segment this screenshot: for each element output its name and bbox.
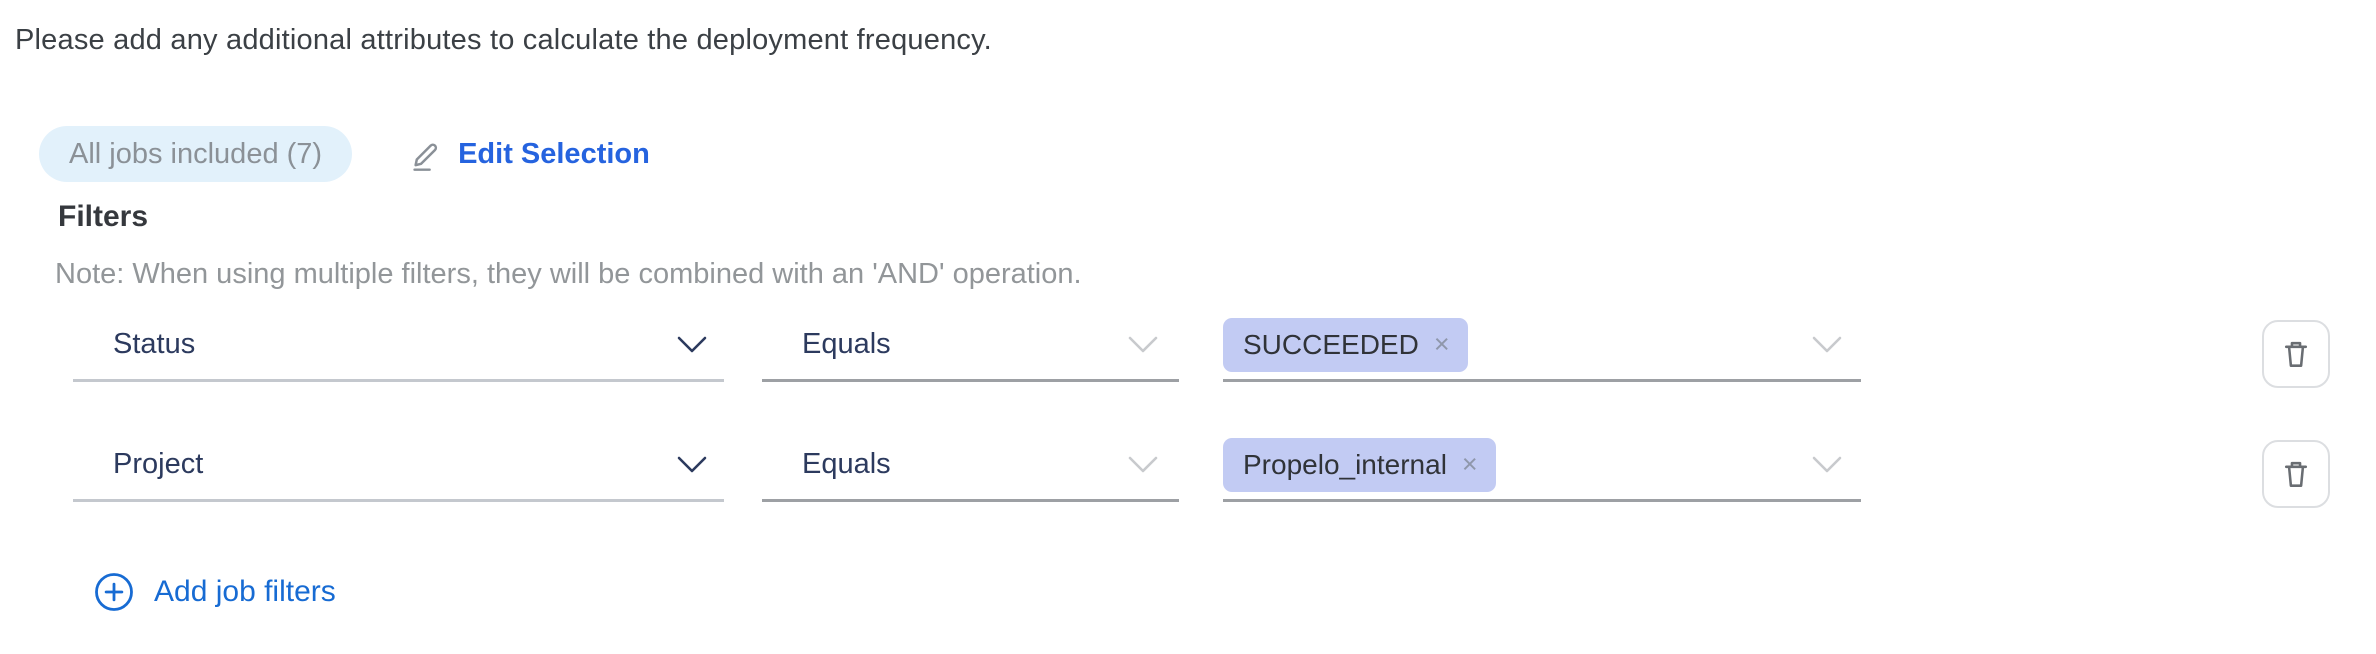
- pencil-icon: [413, 143, 438, 171]
- add-job-filters-label: Add job filters: [154, 575, 336, 608]
- chevron-down-icon: [1128, 336, 1158, 353]
- plus-circle-icon: [95, 573, 133, 611]
- trash-icon: [2284, 341, 2308, 367]
- edit-selection-label: Edit Selection: [458, 137, 650, 170]
- filters-heading: Filters: [58, 200, 149, 233]
- chevron-down-icon: [1128, 456, 1158, 473]
- operator-select[interactable]: Equals: [762, 430, 1179, 502]
- chevron-down-icon: [677, 336, 707, 353]
- tag-close-icon[interactable]: ×: [1461, 449, 1478, 479]
- value-multiselect[interactable]: Propelo_internal ×: [1223, 430, 1861, 502]
- job-selection-row: All jobs included (7) Edit Selection: [39, 126, 650, 182]
- chevron-down-icon: [1812, 336, 1842, 353]
- attribute-value: Project: [113, 448, 204, 480]
- value-tag: SUCCEEDED ×: [1223, 317, 1468, 372]
- value-multiselect[interactable]: SUCCEEDED ×: [1223, 310, 1861, 382]
- tag-close-icon[interactable]: ×: [1433, 329, 1450, 359]
- add-job-filters-link[interactable]: Add job filters: [93, 570, 336, 614]
- operator-value: Equals: [802, 328, 891, 360]
- operator-value: Equals: [802, 448, 891, 480]
- value-tag: Propelo_internal ×: [1223, 437, 1496, 492]
- jobs-included-badge: All jobs included (7): [39, 126, 353, 182]
- filter-row: Project Equals Propelo_internal ×: [0, 430, 2376, 502]
- instruction-text: Please add any additional attributes to …: [15, 24, 992, 56]
- attribute-select[interactable]: Status: [73, 310, 724, 382]
- attribute-value: Status: [113, 328, 196, 360]
- chevron-down-icon: [1812, 456, 1842, 473]
- jobs-included-label: All jobs included (7): [69, 137, 323, 170]
- value-tag-label: Propelo_internal: [1243, 448, 1447, 480]
- operator-select[interactable]: Equals: [762, 310, 1179, 382]
- value-tag-label: SUCCEEDED: [1243, 328, 1419, 360]
- trash-icon: [2284, 461, 2308, 487]
- attribute-select[interactable]: Project: [73, 430, 724, 502]
- chevron-down-icon: [677, 456, 707, 473]
- filters-note: Note: When using multiple filters, they …: [55, 258, 1082, 290]
- filter-row: Status Equals SUCCEEDED ×: [0, 310, 2376, 382]
- edit-selection-link[interactable]: Edit Selection: [410, 137, 650, 171]
- delete-filter-button[interactable]: [2262, 440, 2330, 508]
- delete-filter-button[interactable]: [2262, 320, 2330, 388]
